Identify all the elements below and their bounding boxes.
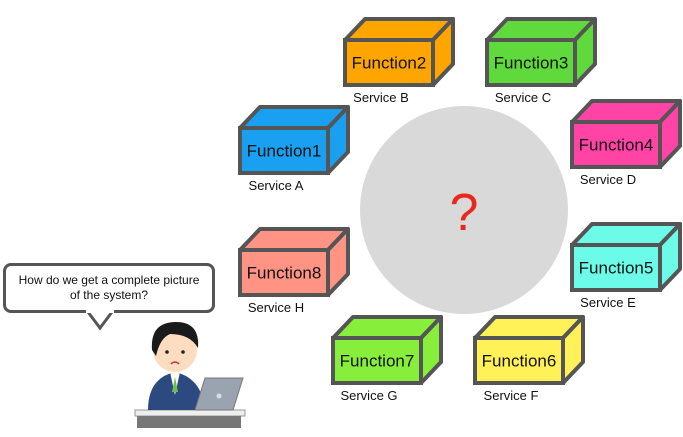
- box-front-face: [238, 126, 330, 175]
- service-label: Service A: [249, 178, 304, 193]
- hair: [151, 322, 199, 356]
- service-label: Service B: [353, 90, 409, 105]
- service-label: Service G: [340, 388, 397, 403]
- service-label: Service H: [248, 300, 304, 315]
- speech-bubble-tail: [86, 311, 114, 331]
- function-label: Function8: [247, 264, 322, 283]
- box-front-face: [570, 243, 662, 292]
- function-label: Function6: [482, 352, 557, 371]
- face: [153, 328, 197, 372]
- desk: [134, 409, 246, 417]
- function-label: Function5: [579, 259, 654, 278]
- box-front-face: [238, 248, 330, 297]
- function-label: Function1: [247, 142, 322, 161]
- box-front-face: [473, 336, 565, 385]
- box-front-face: [485, 38, 577, 87]
- unknown-system-circle: [360, 106, 568, 314]
- speech-bubble-text: How do we get a complete picture of the …: [18, 273, 200, 302]
- service-label: Service D: [580, 172, 636, 187]
- box-front-face: [331, 336, 423, 385]
- desk-front: [137, 416, 241, 428]
- box-front-face: [343, 38, 435, 87]
- service-label: Service E: [580, 295, 636, 310]
- speech-bubble: How do we get a complete picture of the …: [3, 263, 215, 313]
- box-front-face: [570, 120, 662, 169]
- function-label: Function3: [494, 54, 569, 73]
- service-label: Service F: [484, 388, 539, 403]
- worried-person-illustration: [134, 322, 246, 428]
- function-label: Function4: [579, 136, 654, 155]
- question-mark: ?: [450, 184, 479, 242]
- service-label: Service C: [495, 90, 551, 105]
- function-label: Function7: [340, 352, 415, 371]
- function-label: Function2: [352, 54, 427, 73]
